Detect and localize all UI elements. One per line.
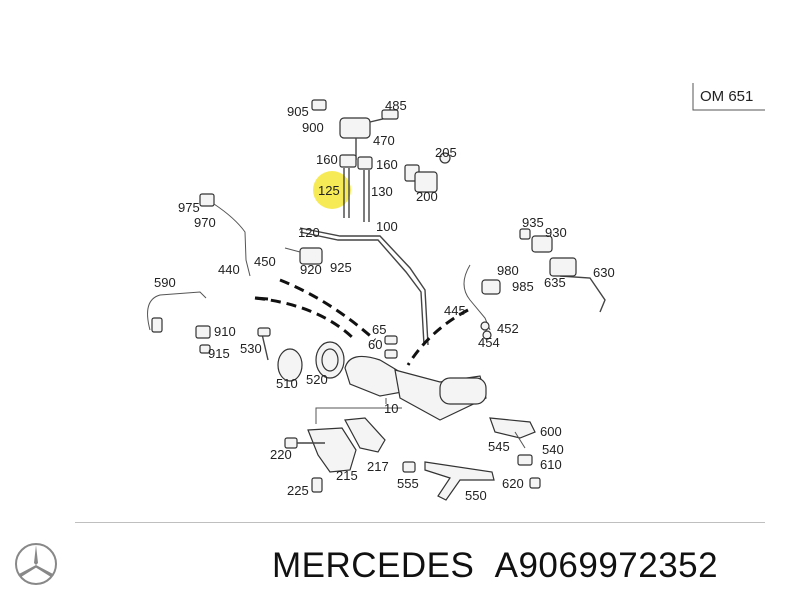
label-520: 520 <box>306 372 328 387</box>
part-labels: 905 900 485 470 160 160 205 125 130 200 … <box>154 98 615 503</box>
label-545: 545 <box>488 439 510 454</box>
engine-code-box: OM 651 <box>692 83 765 111</box>
label-915: 915 <box>208 346 230 361</box>
part-drawings <box>147 99 606 501</box>
label-60: 60 <box>368 337 382 352</box>
label-225: 225 <box>287 483 309 498</box>
label-160-left: 160 <box>316 152 338 167</box>
label-10: 10 <box>384 401 398 416</box>
label-470: 470 <box>373 133 395 148</box>
label-630: 630 <box>593 265 615 280</box>
brand-name: MERCEDES <box>272 546 475 585</box>
label-530: 530 <box>240 341 262 356</box>
label-454: 454 <box>478 335 500 350</box>
label-65: 65 <box>372 322 386 337</box>
label-125: 125 <box>318 183 340 198</box>
footer-divider <box>75 522 765 523</box>
label-100: 100 <box>376 219 398 234</box>
label-620: 620 <box>502 476 524 491</box>
label-205: 205 <box>435 145 457 160</box>
label-635: 635 <box>544 275 566 290</box>
mercedes-star-icon <box>15 543 57 585</box>
label-215: 215 <box>336 468 358 483</box>
label-220: 220 <box>270 447 292 462</box>
label-130: 130 <box>371 184 393 199</box>
label-555: 555 <box>397 476 419 491</box>
label-910: 910 <box>214 324 236 339</box>
highlight-marker <box>313 171 351 209</box>
label-930: 930 <box>545 225 567 240</box>
label-590: 590 <box>154 275 176 290</box>
part-number: A9069972352 <box>494 546 719 585</box>
label-925: 925 <box>330 260 352 275</box>
part-title: MERCEDES A9069972352 <box>272 546 718 586</box>
label-160-right: 160 <box>376 157 398 172</box>
label-440: 440 <box>218 262 240 277</box>
label-600: 600 <box>540 424 562 439</box>
label-550: 550 <box>465 488 487 503</box>
label-970: 970 <box>194 215 216 230</box>
label-450: 450 <box>254 254 276 269</box>
label-445: 445 <box>444 303 466 318</box>
label-540: 540 <box>542 442 564 457</box>
label-900: 900 <box>302 120 324 135</box>
label-985: 985 <box>512 279 534 294</box>
label-975: 975 <box>178 200 200 215</box>
label-980: 980 <box>497 263 519 278</box>
label-485: 485 <box>385 98 407 113</box>
engine-code: OM 651 <box>700 88 753 105</box>
label-905: 905 <box>287 104 309 119</box>
label-120: 120 <box>298 225 320 240</box>
label-200: 200 <box>416 189 438 204</box>
label-935: 935 <box>522 215 544 230</box>
label-217: 217 <box>367 459 389 474</box>
label-452: 452 <box>497 321 519 336</box>
label-510: 510 <box>276 376 298 391</box>
label-920: 920 <box>300 262 322 277</box>
label-610: 610 <box>540 457 562 472</box>
